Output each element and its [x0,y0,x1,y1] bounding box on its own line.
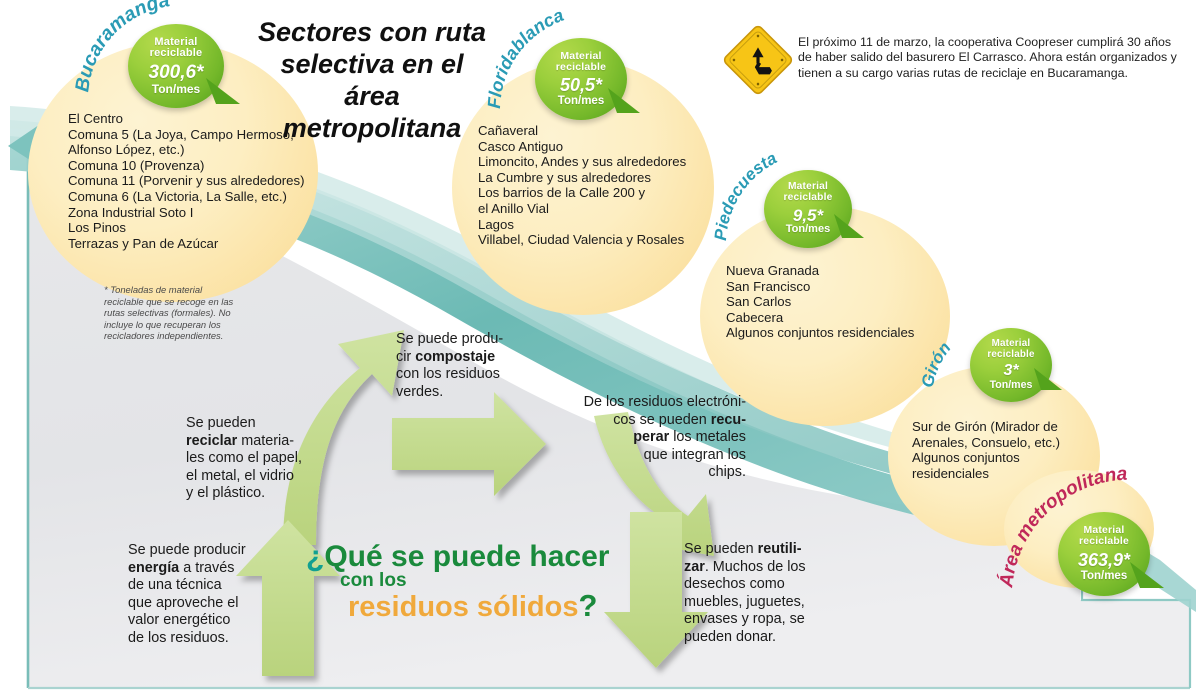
bubble-tail-bucaramanga [206,78,240,104]
bubble-label-line2: reciclable [1079,536,1129,548]
city-label-text: Floridablanca [484,5,567,109]
arrow-energia [236,520,340,676]
svg-text:Girón: Girón [918,338,955,389]
cycle-text-recuperar: De los residuos electróni- cos se pueden… [566,394,746,482]
cycle-text-pre: Se puede produ- cir [396,331,504,365]
arrow-compostaje [392,392,546,496]
bubble-label-line2: reciclable [783,191,833,203]
cycle-text-strong: reutili- zar [684,541,802,575]
city-label-text: Girón [918,338,955,389]
bubble-tail-piedecuesta [834,214,864,238]
cycle-text-pre: Se pueden [186,415,256,431]
cycle-text-reciclar: Se pueden reciclar materia- les como el … [186,415,336,503]
bubble-value-floridablanca: 50,5* [559,75,603,96]
arrow-recuperar [594,412,714,556]
bubble-value-bucaramanga: 300,6* [148,61,204,83]
bubble-value-area-metropolitana: 363,9* [1077,549,1131,570]
central-question-line1: ¿Qué se puede hacer [306,540,609,574]
bubble-label-line1: Material [1083,525,1125,537]
bubble-label-line2: reciclable [555,61,607,74]
cycle-text-post: materia- les como el papel, el metal, el… [186,432,302,502]
cycle-text-pre: De los residuos electróni- cos se pueden [583,394,746,428]
central-question-line3-text: residuos sólidos [348,591,579,623]
notice-text: El próximo 11 de marzo, la cooperativa C… [798,35,1177,80]
bubble-unit-piedecuesta: Ton/mes [785,223,831,236]
cycle-text-strong: compostaje [415,348,496,365]
cycle-text-pre: Se pueden [684,541,758,557]
city-label-bucaramanga: Bucaramanga [71,0,248,108]
city-label-text: Área metropolitana [995,464,1128,590]
bubble-label-line1: Material [991,338,1031,350]
city-label-piedecuesta: Piedecuesta [711,146,866,252]
bubble-value-giron: 3* [1003,361,1019,379]
bubble-tail-area-metropolitana [1130,562,1164,588]
sector-list-bucaramanga: El Centro Comuna 5 (La Joya, Campo Hermo… [68,111,305,251]
sector-list-giron: Sur de Girón (Mirador de Arenales, Consu… [912,419,1061,481]
cycle-text-strong: energía [128,559,180,576]
cycle-text-strong: reciclar [186,432,238,449]
city-label-area-metropolitana: Área metropolitana [995,464,1200,600]
city-label-floridablanca: Floridablanca [484,5,648,120]
bubble-tail-giron [1034,368,1062,390]
svg-text:Área metropolitana: Área metropolitana [995,464,1128,590]
bubble-unit-giron: Ton/mes [989,378,1033,391]
svg-text:Bucaramanga: Bucaramanga [71,0,171,93]
cycle-text-reutilizar: Se pueden reutili- zar. Muchos de los de… [684,541,844,647]
arrow-reciclar [283,330,404,545]
bubble-unit-floridablanca: Ton/mes [557,94,605,107]
cycle-text-post: con los residuos verdes. [396,366,500,400]
footnote-text: * Toneladas de material reciclable que s… [104,284,234,342]
cycle-text-pre: Se puede producir [128,542,246,558]
sector-list-floridablanca: Cañaveral Casco Antiguo Limoncito, Andes… [478,123,687,248]
city-label-text: Bucaramanga [71,0,171,93]
bubble-label-line1: Material [154,35,198,48]
bubble-unit-area-metropolitana: Ton/mes [1080,569,1128,582]
cycle-text-post: los metales que integran los chips. [643,429,746,481]
cycle-text-strong: recu- perar [633,411,746,446]
cycle-text-energia: Se puede producir energía a través de un… [128,542,278,648]
bubble-label-line2: reciclable [987,348,1035,360]
bubble-tail-floridablanca [608,88,640,113]
cycle-text-post: . Muchos de los desechos como muebles, j… [684,558,806,645]
page-title: Sectores con ruta selectiva en el área m… [257,17,487,143]
central-question-line1-text: Qué se puede hacer [324,540,610,573]
central-question-line2: con los [340,570,407,591]
bubble-label-line1: Material [787,181,829,193]
cycle-arrows [236,330,714,676]
svg-text:Floridablanca: Floridablanca [484,5,567,109]
city-label-giron: Girón [918,312,1042,404]
bubble-value-piedecuesta: 9,5* [792,205,824,225]
bubble-unit-bucaramanga: Ton/mes [151,81,201,96]
sector-list-piedecuesta: Nueva Granada San Francisco San Carlos C… [726,263,915,341]
bubble-label-line1: Material [560,50,602,62]
bubble-label-line2: reciclable [149,47,203,60]
question-mark: ? [578,588,598,623]
cycle-text-post: a través de una técnica que aproveche el… [128,559,239,646]
cycle-text-compostaje: Se puede produ- cir compostaje con los r… [396,331,536,401]
central-question-line3: residuos sólidos? [348,588,597,624]
recycling-warning-sign-icon [723,25,793,95]
arrow-reutilizar [604,512,708,668]
inverted-question-mark: ¿ [306,540,325,573]
